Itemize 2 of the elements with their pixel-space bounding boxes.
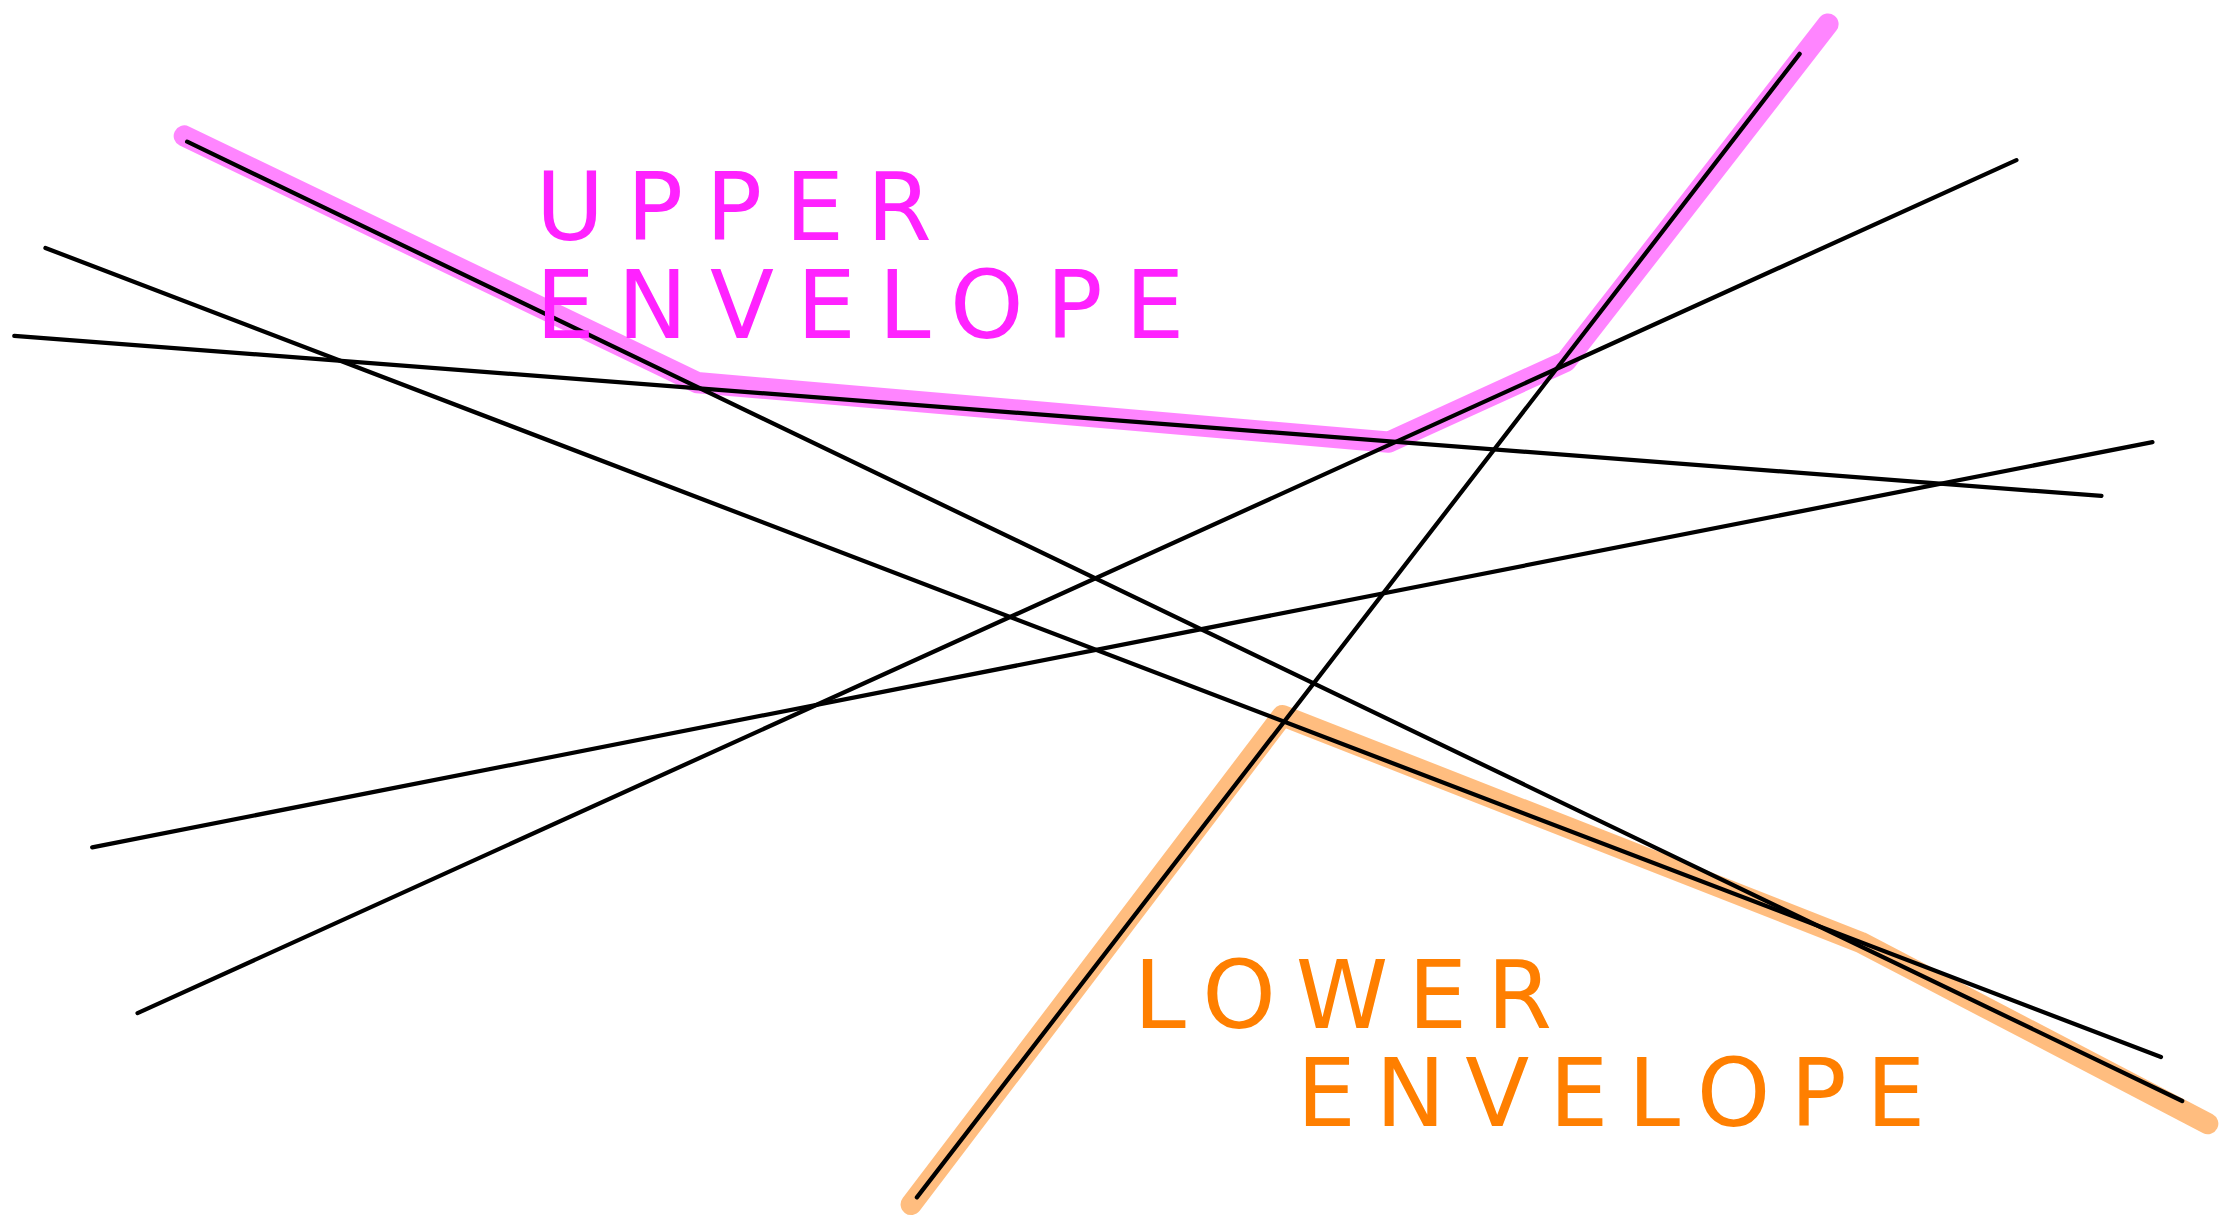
envelope-label: UPPER ENVELOPE (535, 158, 1208, 356)
envelope-label: LOWER ENVELOPE (1133, 946, 1928, 1143)
